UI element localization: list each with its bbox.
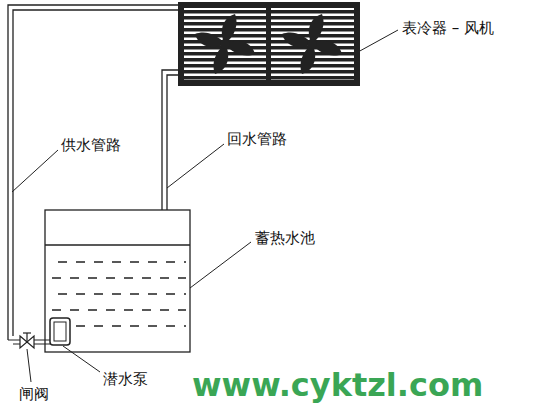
cooler-fan (178, 2, 360, 86)
tank-label: 蓄热水池 (255, 229, 315, 247)
return-pipe (162, 70, 178, 210)
heat-storage-tank (45, 210, 190, 352)
valve-label: 闸阀 (19, 385, 49, 403)
gate-valve (8, 333, 34, 348)
leader-lines (12, 30, 398, 382)
submersible-pump (34, 318, 70, 345)
pump-label: 潜水泵 (103, 370, 148, 388)
return-pipe-label: 回水管路 (227, 130, 287, 148)
supply-pipe-label: 供水管路 (61, 136, 121, 154)
watermark: www.cyktzl.com (192, 366, 483, 404)
cooler-label: 表冷器 – 风机 (402, 19, 494, 37)
